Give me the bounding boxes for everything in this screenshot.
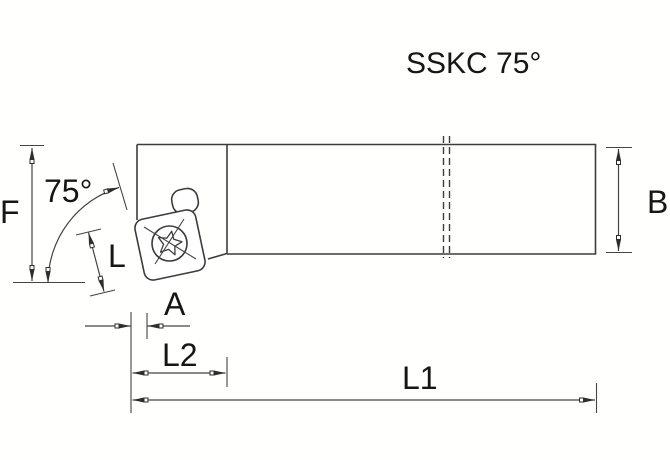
dim-l-tick-bottom [89, 289, 116, 297]
dim-l-label: L [108, 238, 126, 274]
angle-reference-line [112, 162, 128, 211]
dim-l-tick-top [75, 228, 102, 236]
dim-a-label: A [164, 286, 186, 322]
screw-cross-mark [143, 218, 197, 265]
drawing-title: SSKC 75° [406, 47, 541, 80]
dim-l1-label: L1 [402, 360, 438, 396]
dim-l2-label: L2 [162, 337, 198, 373]
dim-l-line [87, 232, 105, 292]
dim-b-label: B [647, 184, 668, 220]
angle-arc [45, 186, 120, 284]
dim-f-label: F [0, 194, 20, 230]
shank-outline [137, 143, 597, 255]
angle-label: 75° [44, 173, 92, 209]
head-bottom-edge [207, 252, 228, 260]
